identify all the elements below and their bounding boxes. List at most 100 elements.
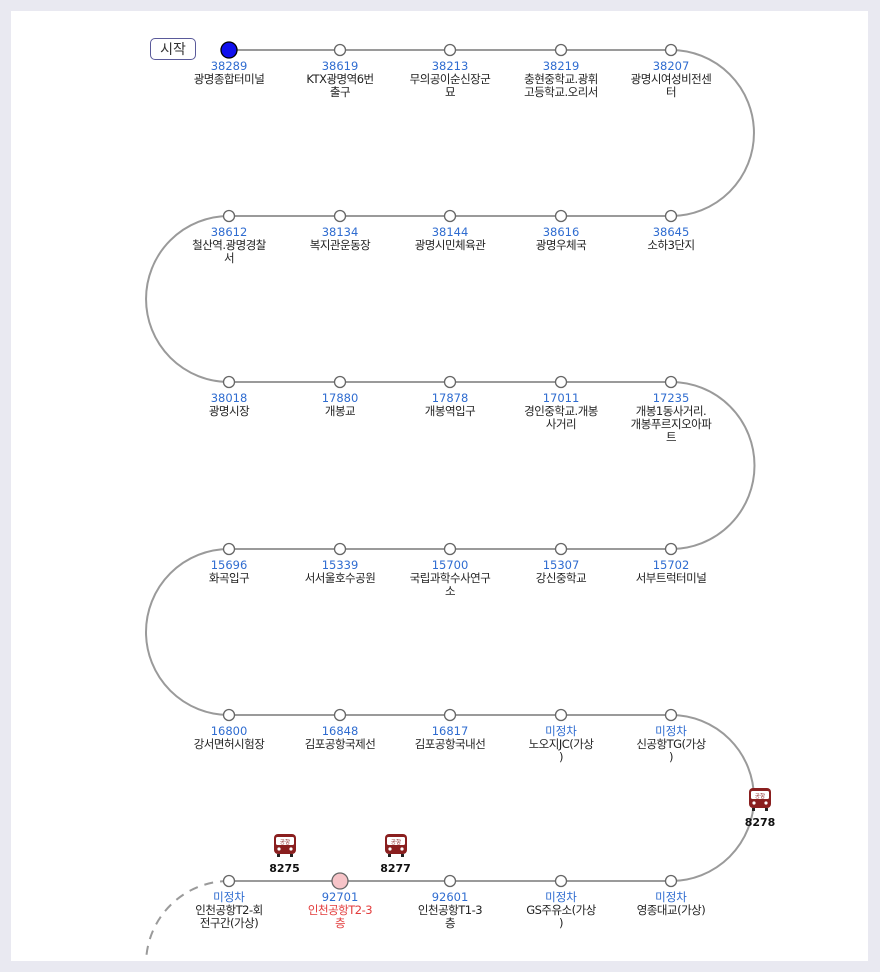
stop-marker — [443, 542, 457, 556]
stop-code: 16817 — [431, 724, 469, 738]
stop-marker — [664, 542, 678, 556]
stop-marker — [443, 375, 457, 389]
stop-name: 강신중학교 — [535, 571, 587, 585]
stop-name: 광명우체국 — [535, 238, 587, 252]
bus-number: 8275 — [269, 862, 300, 875]
svg-text:공항: 공항 — [755, 792, 765, 800]
stop-marker — [333, 542, 347, 556]
stop-code: 15702 — [652, 558, 690, 572]
stop-marker — [664, 43, 678, 57]
stop-marker — [664, 209, 678, 223]
stop-name: 화곡입구 — [208, 571, 250, 585]
stop-name: ) — [669, 750, 674, 764]
stop-marker — [443, 209, 457, 223]
stop-name: 서부트럭터미널 — [635, 571, 707, 585]
bus-marker[interactable]: 공항 8278 — [740, 786, 780, 829]
stop-name: ) — [559, 750, 564, 764]
stop-code: 38213 — [431, 59, 469, 73]
stop-code: 17235 — [652, 391, 690, 405]
stop-name: 노오지JC(가상 — [528, 737, 594, 751]
stop-name: 복지관운동장 — [309, 238, 371, 252]
stop-code: 38219 — [542, 59, 580, 73]
stop-name: 소 — [444, 584, 456, 598]
stop-code: 미정차 — [545, 724, 577, 738]
stop-code: 17011 — [542, 391, 580, 405]
stop-code: 38619 — [321, 59, 359, 73]
stop-code: 미정차 — [655, 890, 687, 904]
stop-code: 17880 — [321, 391, 359, 405]
svg-text:공항: 공항 — [390, 838, 400, 846]
bus-marker[interactable]: 공항 8277 — [376, 832, 416, 875]
stop-name: 개봉역입구 — [424, 404, 476, 418]
bus-marker[interactable]: 공항 8275 — [265, 832, 305, 875]
stop-marker — [664, 874, 678, 888]
stop-name: 광명시민체육관 — [414, 238, 486, 252]
stop-code: 15696 — [210, 558, 248, 572]
stop-name: 경인중학교.개봉 — [524, 404, 598, 418]
bus-icon: 공항 — [749, 788, 771, 811]
stop-name: 광명시장 — [208, 404, 250, 418]
stop-name: 영종대교(가상) — [636, 903, 706, 917]
stop-code: 16848 — [321, 724, 359, 738]
stop-name: 전구간(가상) — [199, 916, 259, 930]
stop-name: 서서울호수공원 — [304, 571, 376, 585]
route-line-dashed — [145, 880, 230, 961]
stop-name: 소하3단지 — [647, 238, 695, 252]
stop-name: GS주유소(가상 — [526, 903, 596, 917]
stop-marker — [554, 43, 568, 57]
svg-text:공항: 공항 — [279, 838, 289, 846]
stop-name: 트 — [665, 430, 677, 444]
stop-marker — [443, 43, 457, 57]
stop-name: 광명종합터미널 — [193, 72, 265, 86]
stop-code: 미정차 — [545, 890, 577, 904]
start-label: 시작 — [150, 38, 196, 60]
stop-name: KTX광명역6번 — [306, 72, 374, 86]
stop-marker — [554, 708, 568, 722]
stop-marker — [222, 708, 236, 722]
stop-name: 개봉푸르지오아파 — [630, 417, 712, 431]
stop-name: 철산역.광명경찰 — [192, 238, 266, 252]
stop-code: 38612 — [210, 225, 248, 239]
stop-marker — [443, 708, 457, 722]
stop-name: 김포공항국제선 — [304, 737, 376, 751]
stop-marker — [333, 375, 347, 389]
stop-marker — [222, 375, 236, 389]
stop-name: 강서면허시험장 — [193, 737, 265, 751]
stop-marker — [664, 375, 678, 389]
stop-code: 38134 — [321, 225, 359, 239]
stop-code: 92601 — [431, 890, 469, 904]
stop-marker — [222, 209, 236, 223]
stop-code: 16800 — [210, 724, 248, 738]
stop-name: 인천공항T1-3 — [417, 903, 483, 917]
